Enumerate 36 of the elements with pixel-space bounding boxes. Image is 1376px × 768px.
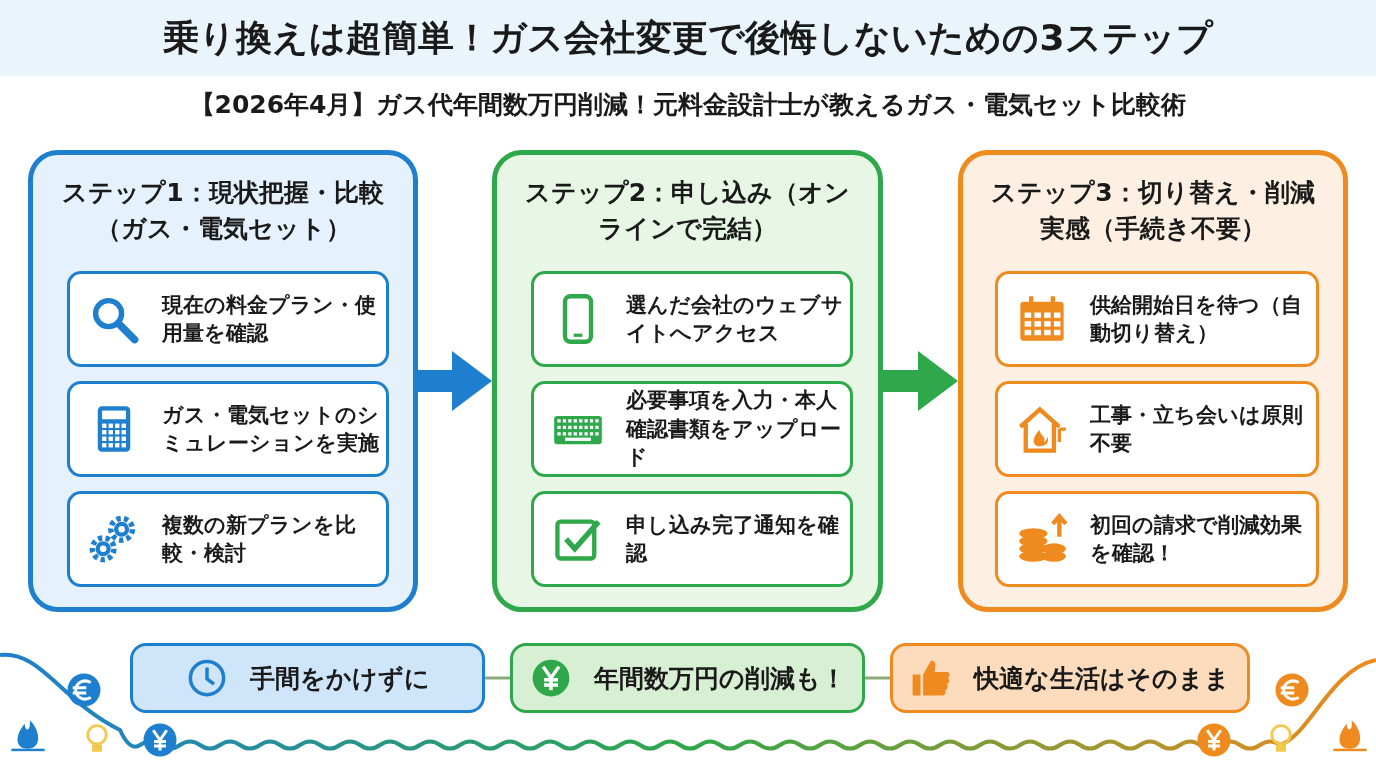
task-box [67, 381, 389, 477]
task-box [531, 491, 853, 587]
connector-line [485, 676, 510, 680]
benefit-box [890, 643, 1250, 713]
benefit-box [510, 643, 865, 713]
task-box [531, 381, 853, 477]
task-text: 選んだ会社のウェブサイトへアクセス [626, 291, 844, 347]
task-text: 初回の請求で削減効果を確認！ [1090, 511, 1303, 567]
subtitle: 【2026年4月】ガス代年間数万円削減！元料金設計士が教えるガス・電気セット比較術 [189, 89, 1187, 121]
task-box [531, 271, 853, 367]
benefit-box [130, 643, 485, 713]
task-box [67, 271, 389, 367]
task-text: 供給開始日を待つ（自動切り替え） [1090, 291, 1303, 347]
benefit-text: 快適な生活はそのまま [974, 662, 1230, 695]
connector-line [865, 676, 890, 680]
task-text: 複数の新プランを比較・検討 [162, 511, 357, 567]
benefit-text: 手間をかけずに [249, 662, 430, 695]
task-text: ガス・電気セットのシミュレーションを実施 [162, 401, 380, 457]
title: 乗り換えは超簡単！ガス会社変更で後悔しないための3ステップ [0, 0, 1376, 76]
step-panel [958, 150, 1348, 612]
benefit-text: 年間数万円の削減も！ [593, 662, 846, 695]
task-text: 申し込み完了通知を確認 [626, 511, 840, 567]
step-panel [28, 150, 418, 612]
arrow [418, 351, 492, 411]
task-box [995, 491, 1319, 587]
task-text: 現在の料金プラン・使用量を確認 [162, 291, 377, 347]
task-box [995, 271, 1319, 367]
task-box [67, 491, 389, 587]
step-panel [492, 150, 883, 612]
task-text: 必要事項を入力・本人確認書類をアップロード [626, 387, 842, 472]
step-heading: ステップ1：現状把握・比較（ガス・電気セット） [61, 177, 385, 246]
arrow [883, 351, 958, 411]
task-text: 工事・立ち会いは原則不要 [1090, 401, 1304, 457]
step-heading: ステップ3：切り替え・削減実感（手続き不要） [990, 177, 1316, 246]
task-box [995, 381, 1319, 477]
step-heading: ステップ2：申し込み（オンラインで完結） [523, 177, 852, 246]
